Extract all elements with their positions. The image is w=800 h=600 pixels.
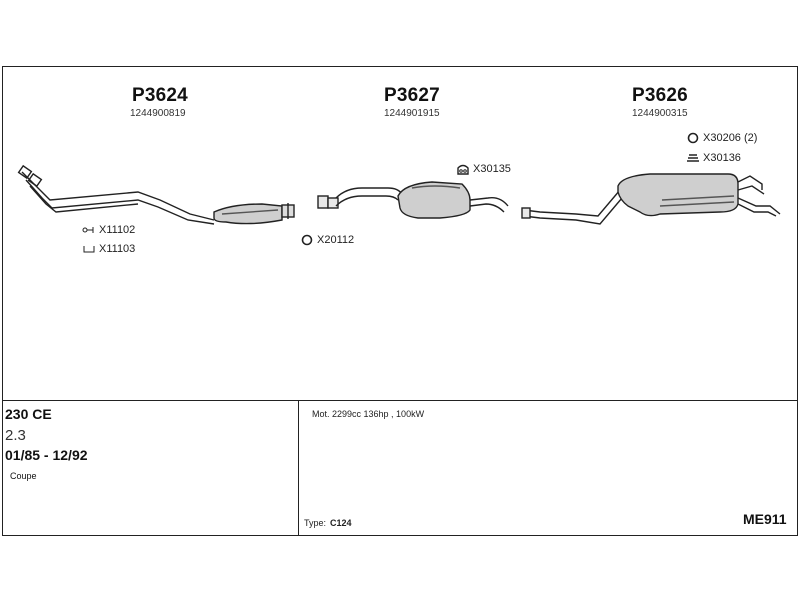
accessory-label-x11103: X11103 <box>99 243 136 255</box>
vehicle-body-type: Coupe <box>10 471 37 481</box>
type-row: Type:C124 <box>304 518 352 528</box>
rubber-hanger-icon <box>457 164 469 175</box>
flange-gasket-icon <box>82 227 94 233</box>
divider-vertical <box>298 400 299 536</box>
diagram-frame <box>2 66 798 536</box>
vehicle-years: 01/85 - 12/92 <box>5 447 88 463</box>
rear-silencer-drawing[interactable] <box>521 173 781 225</box>
accessory-label-x11102: X11102 <box>99 224 136 236</box>
accessory-x30135[interactable]: X30135 <box>456 163 511 175</box>
middle-silencer-drawing[interactable] <box>317 181 509 219</box>
vehicle-model: 230 CE <box>5 406 52 422</box>
accessory-x30136[interactable]: X30136 <box>686 152 741 164</box>
accessory-label-x30135: X30135 <box>473 163 511 175</box>
accessory-label-x30136: X30136 <box>703 152 741 164</box>
part-title-middle[interactable]: P3627 <box>384 85 440 106</box>
kit-code: ME911 <box>743 511 787 527</box>
accessory-label-x30206: X30206 (2) <box>703 132 758 144</box>
clamp-icon <box>83 246 95 253</box>
type-label: Type: <box>304 518 327 528</box>
accessory-label-x20112: X20112 <box>317 234 355 246</box>
part-title-rear[interactable]: P3626 <box>632 85 688 106</box>
ring-gasket-icon <box>301 234 313 246</box>
type-value: C124 <box>330 518 352 528</box>
motor-spec: Mot. 2299cc 136hp , 100kW <box>312 409 425 419</box>
part-number-front: 1244900819 <box>130 108 186 119</box>
accessory-x11103[interactable]: X11103 <box>82 243 135 255</box>
part-title-front[interactable]: P3624 <box>132 85 188 106</box>
divider-horizontal <box>2 400 798 401</box>
mounting-bracket-icon <box>687 154 699 162</box>
accessory-x20112[interactable]: X20112 <box>300 234 354 246</box>
front-pipe-drawing[interactable] <box>17 164 295 225</box>
accessory-x11102[interactable]: X11102 <box>82 224 135 236</box>
part-number-middle: 1244901915 <box>384 108 440 119</box>
accessory-x30206[interactable]: X30206 (2) <box>686 132 757 144</box>
vehicle-engine: 2.3 <box>5 427 26 444</box>
part-number-rear: 1244900315 <box>632 108 688 119</box>
ring-gasket-icon <box>687 132 699 144</box>
